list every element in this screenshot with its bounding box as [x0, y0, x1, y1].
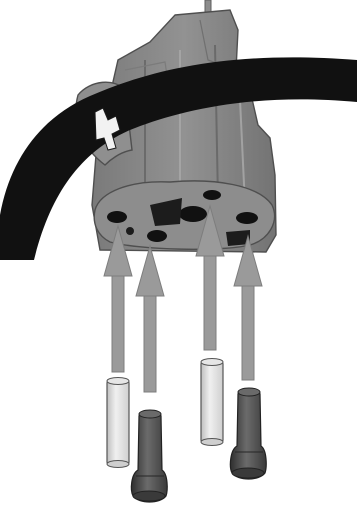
- socket-hole-3: [203, 190, 221, 200]
- socket-hole-center: [179, 206, 207, 222]
- socket-hole-1: [107, 211, 127, 223]
- socket-hole-4: [236, 212, 258, 224]
- dark-seal-icon: [131, 388, 266, 502]
- light-plug-icon: [107, 359, 223, 468]
- socket-hole-2: [147, 230, 167, 242]
